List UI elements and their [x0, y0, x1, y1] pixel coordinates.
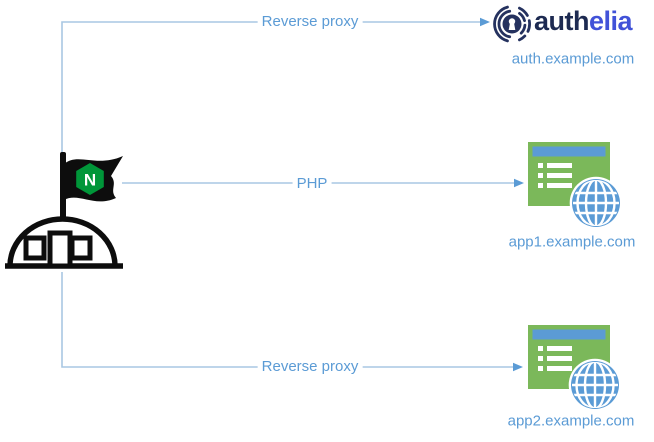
nginx-hexagon-icon	[76, 163, 104, 195]
auth-domain-label: auth.example.com	[511, 50, 635, 68]
edge-label-reverse-proxy-top: Reverse proxy	[257, 13, 363, 31]
app1-domain-label: app1.example.com	[508, 233, 636, 251]
authelia-wordmark-auth: auth	[534, 6, 590, 36]
connector-bottom	[61, 272, 513, 368]
authelia-wordmark-elia: elia	[589, 6, 633, 36]
nginx-letter: N	[84, 171, 96, 190]
arrowhead-icon	[514, 178, 524, 188]
edge-label-reverse-proxy-bottom: Reverse proxy	[257, 358, 363, 376]
tent-window-left	[23, 235, 47, 261]
app-titlebar	[532, 329, 606, 340]
connector-top	[61, 21, 480, 158]
list-icon	[538, 346, 572, 371]
app-titlebar	[532, 146, 606, 157]
tent-door	[47, 230, 73, 269]
arrowhead-icon	[480, 17, 490, 27]
authelia-wordmark: authelia	[534, 6, 633, 36]
list-icon	[538, 163, 572, 188]
authelia-logo-icon	[493, 5, 531, 43]
arrowhead-icon	[513, 362, 523, 372]
nginx-server-icon: N	[5, 152, 123, 269]
web-app2-icon	[528, 325, 622, 412]
edge-label-php: PHP	[292, 175, 332, 193]
keyhole-icon	[508, 18, 516, 30]
web-app1-icon	[528, 142, 623, 230]
tent-window-right	[69, 235, 93, 261]
globe-icon	[569, 176, 623, 230]
globe-icon	[568, 358, 622, 412]
app2-domain-label: app2.example.com	[507, 412, 635, 430]
